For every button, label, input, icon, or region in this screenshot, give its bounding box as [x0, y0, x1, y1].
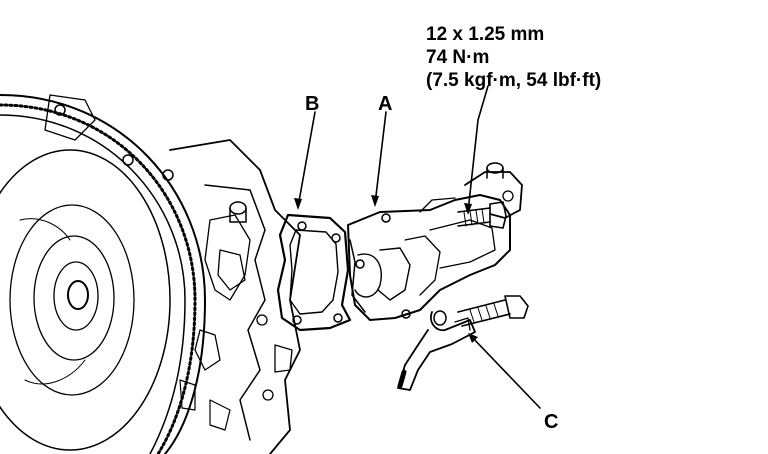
gasket	[276, 213, 352, 332]
arrow-head-a	[371, 195, 379, 207]
torque-spec-alt-units: (7.5 kgf·m, 54 lbf·ft)	[426, 70, 601, 91]
arrow-head-spec	[464, 203, 472, 215]
leader-lines	[294, 85, 541, 409]
arrow-head-b	[294, 198, 302, 210]
bracket	[397, 310, 476, 391]
callout-a: A	[378, 93, 392, 115]
arrow-head-c	[468, 333, 478, 343]
torque-spec-nm: 74 N·m	[426, 47, 489, 68]
callout-b: B	[305, 93, 319, 115]
transmission-housing	[169, 139, 301, 454]
starter-motor	[347, 162, 523, 321]
lower-mounting-bolt	[457, 295, 529, 327]
flywheel	[0, 94, 206, 454]
callout-c: C	[544, 411, 558, 433]
torque-spec-size: 12 x 1.25 mm	[426, 24, 544, 45]
